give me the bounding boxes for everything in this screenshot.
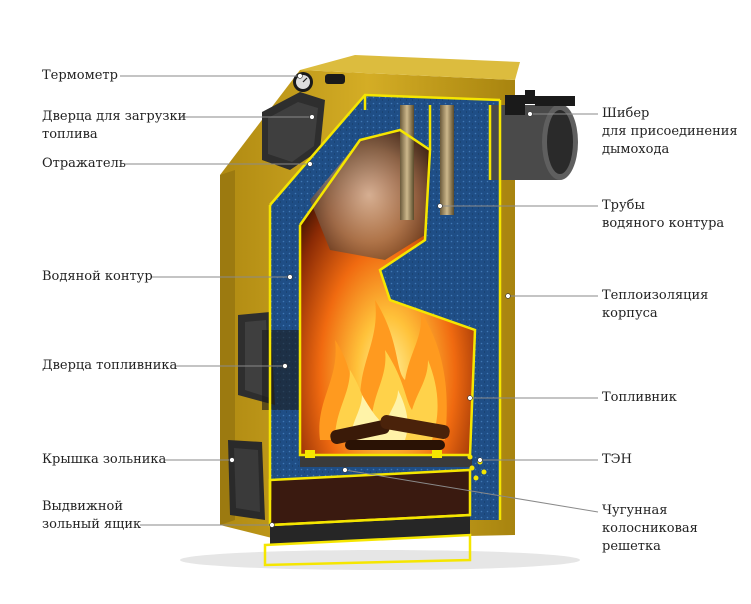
firewood-logs bbox=[330, 414, 450, 450]
label-damper: Шибер для присоединения дымохода bbox=[602, 106, 738, 157]
grate-graphic bbox=[300, 455, 472, 467]
leader-dot-fuel-door bbox=[309, 114, 315, 120]
leader-dot-ash-pit-cover bbox=[229, 457, 235, 463]
label-water-circuit: Водяной контур bbox=[42, 269, 153, 284]
ash-pit-cover-graphic bbox=[228, 440, 265, 520]
firebox-door-graphic bbox=[238, 312, 300, 410]
leader-dot-body-insulation bbox=[505, 293, 511, 299]
boiler-side-edge bbox=[220, 170, 235, 525]
label-water-pipes: Трубы водяного контура bbox=[602, 198, 725, 231]
leader-line-cast-iron-grate bbox=[344, 469, 599, 513]
label-cast-iron-grate: Чугунная колосниковая решетка bbox=[602, 503, 698, 554]
label-body-insulation: Теплоизоляция корпуса bbox=[602, 288, 709, 321]
leader-dot-firebox bbox=[467, 395, 473, 401]
leader-dot-firebox-door bbox=[282, 363, 288, 369]
label-thermometer: Термометр bbox=[42, 68, 118, 83]
leader-dot-cast-iron-grate bbox=[342, 467, 348, 473]
label-heating-element: ТЭН bbox=[602, 452, 632, 467]
smoke bbox=[310, 130, 428, 260]
leader-lines bbox=[120, 73, 599, 528]
leader-dot-ash-drawer bbox=[269, 522, 275, 528]
chimney-pipe-graphic bbox=[490, 90, 578, 180]
label-firebox: Топливник bbox=[602, 390, 677, 405]
leader-dot-water-pipes bbox=[437, 203, 443, 209]
label-firebox-door: Дверца топливника bbox=[42, 358, 178, 373]
leader-dot-heating-element bbox=[477, 457, 483, 463]
floor-shadow bbox=[180, 550, 580, 570]
leader-dot-water-circuit bbox=[287, 274, 293, 280]
leader-dot-thermometer bbox=[297, 73, 303, 79]
section-outline bbox=[263, 93, 502, 567]
leader-dot-reflector bbox=[307, 161, 313, 167]
leader-dot-damper bbox=[527, 111, 533, 117]
label-ash-pit-cover: Крышка зольника bbox=[42, 452, 167, 467]
ash-drawer-graphic bbox=[270, 470, 470, 525]
label-fuel-loading-door: Дверца для загрузки топлива bbox=[42, 109, 187, 142]
label-ash-drawer: Выдвижной зольный ящик bbox=[42, 499, 142, 532]
boiler-top bbox=[300, 55, 520, 80]
label-reflector: Отражатель bbox=[42, 156, 126, 171]
